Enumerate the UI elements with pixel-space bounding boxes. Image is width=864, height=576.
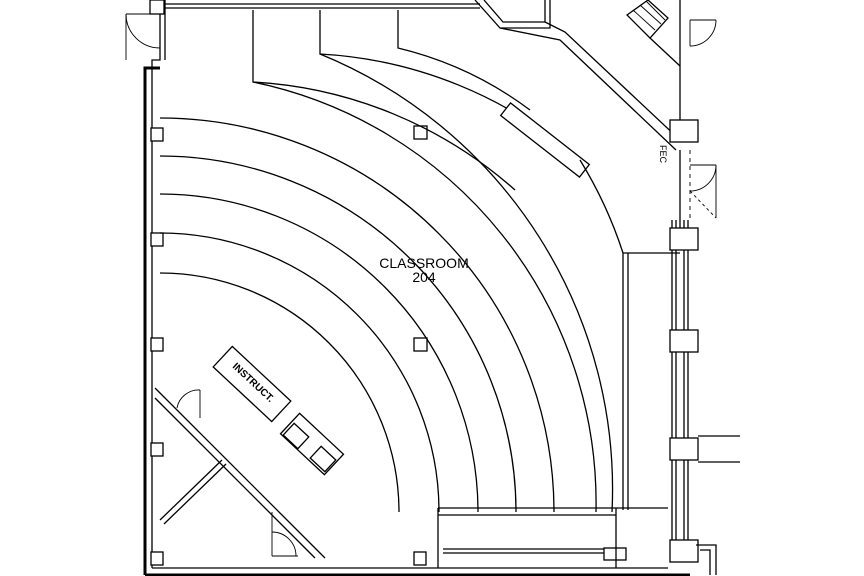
column <box>413 551 427 566</box>
room-name: CLASSROOM <box>379 255 468 271</box>
room-number: 204 <box>412 269 436 285</box>
equipment-label: FEC <box>658 145 668 164</box>
diagonal-wall <box>474 0 681 151</box>
seating-row <box>159 232 440 513</box>
upper-tiers <box>252 10 680 510</box>
room-label: CLASSROOM 204 <box>379 255 468 285</box>
seating-row <box>252 81 597 513</box>
seating-rows <box>159 53 614 513</box>
seating-row <box>159 272 400 513</box>
seating-row <box>159 155 517 513</box>
seating-row <box>159 117 555 513</box>
stair <box>625 0 681 67</box>
column <box>150 551 164 566</box>
column <box>413 337 428 352</box>
column <box>603 547 627 561</box>
front-platform <box>437 507 668 568</box>
instructor-desk: INSTRUCT. <box>212 345 345 476</box>
column <box>150 232 164 247</box>
west-columns <box>150 127 627 566</box>
column <box>150 127 164 142</box>
column <box>150 442 164 457</box>
entry-door <box>125 0 165 60</box>
east-doors <box>689 19 717 219</box>
column <box>150 337 164 352</box>
seating-row <box>319 53 614 513</box>
east-wall <box>669 119 740 575</box>
corner-room <box>154 387 326 559</box>
seating-row <box>159 193 479 513</box>
exterior-walls <box>143 0 690 576</box>
north-wall <box>165 3 480 9</box>
